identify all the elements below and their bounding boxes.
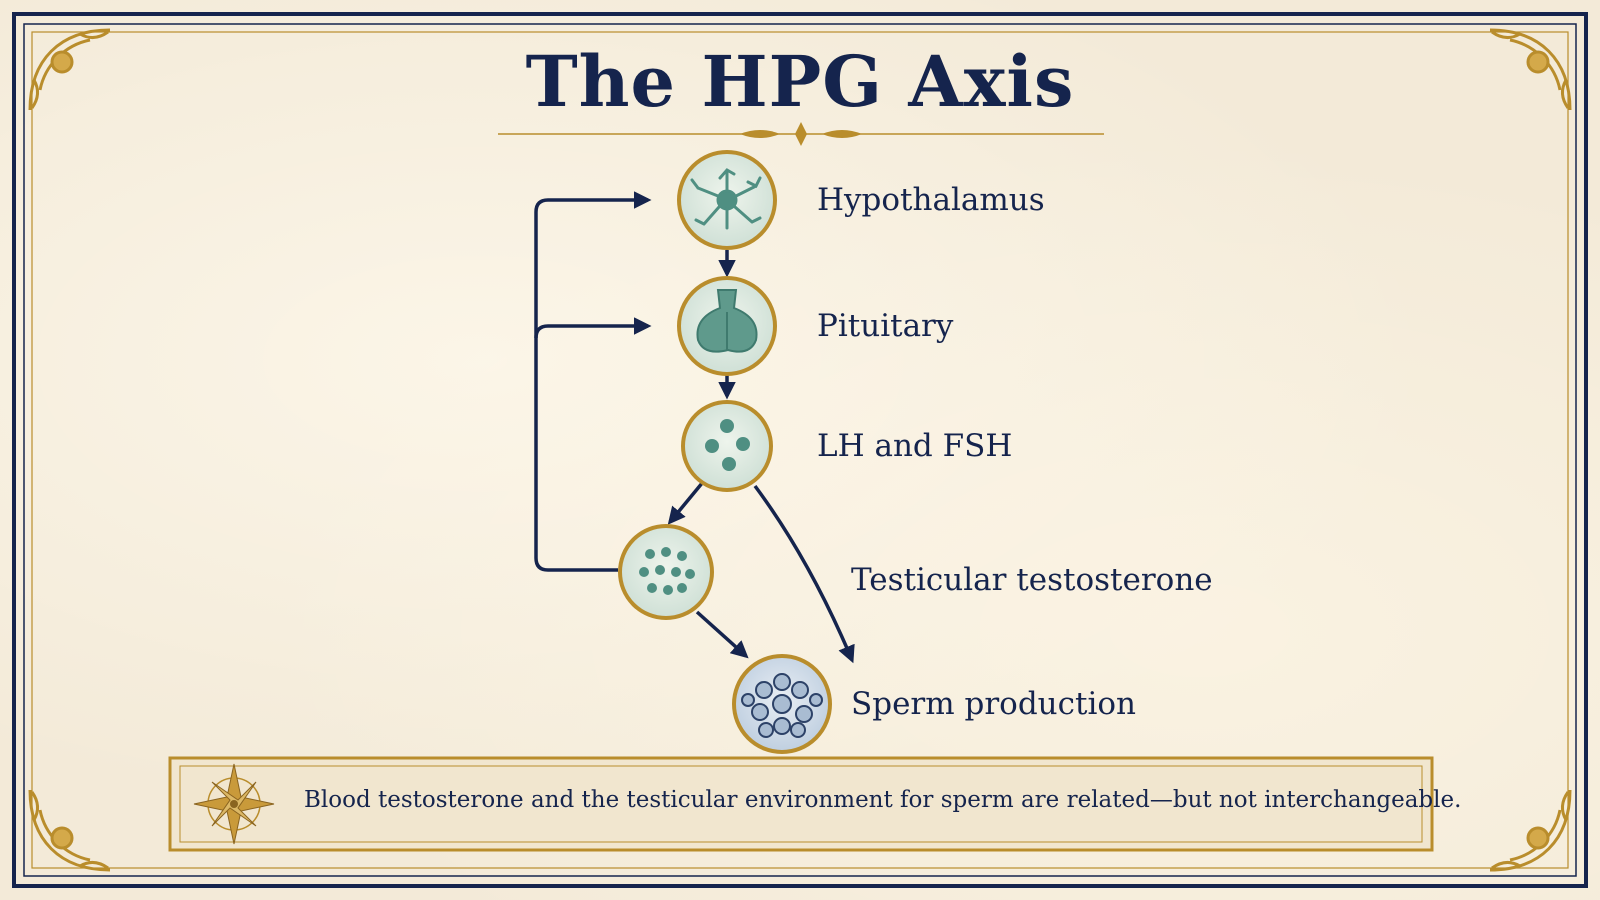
arrow-lh-fsh-to-testis (667, 480, 705, 525)
page-title: The HPG Axis (525, 40, 1075, 123)
pituitary-node (677, 276, 777, 376)
lh-fsh-node (681, 400, 773, 492)
pituitary-gland-icon (696, 289, 758, 353)
seminiferous-cells-icon (741, 673, 823, 738)
compass-rose-icon (193, 763, 275, 845)
callout-box (168, 756, 1434, 852)
hypothalamus-node (677, 150, 777, 250)
hypothalamus-label: Hypothalamus (817, 182, 1045, 218)
flow-arrows (534, 191, 855, 664)
hormone-molecules-icon (705, 419, 750, 471)
feedback-loop-line (534, 191, 652, 572)
pituitary-label: Pituitary (817, 308, 954, 344)
testicular-testosterone-node (618, 524, 714, 620)
feedback-to-pituitary-arrow (534, 317, 652, 339)
callout-text: Blood testosterone and the testicular en… (304, 787, 1462, 813)
testosterone-molecules-icon (639, 547, 695, 595)
sperm-production-label: Sperm production (851, 686, 1136, 722)
lh-fsh-label: LH and FSH (817, 428, 1013, 464)
testicular-testosterone-label: Testicular testosterone (851, 562, 1213, 598)
decorative-border (12, 12, 1588, 888)
title-divider (498, 122, 1104, 146)
corner-ornament-icon (28, 28, 1572, 872)
neuron-icon (690, 168, 762, 230)
arrow-lh-fsh-to-sperm (753, 484, 855, 664)
arrow-testis-to-sperm (695, 610, 749, 659)
sperm-production-node (732, 654, 832, 754)
